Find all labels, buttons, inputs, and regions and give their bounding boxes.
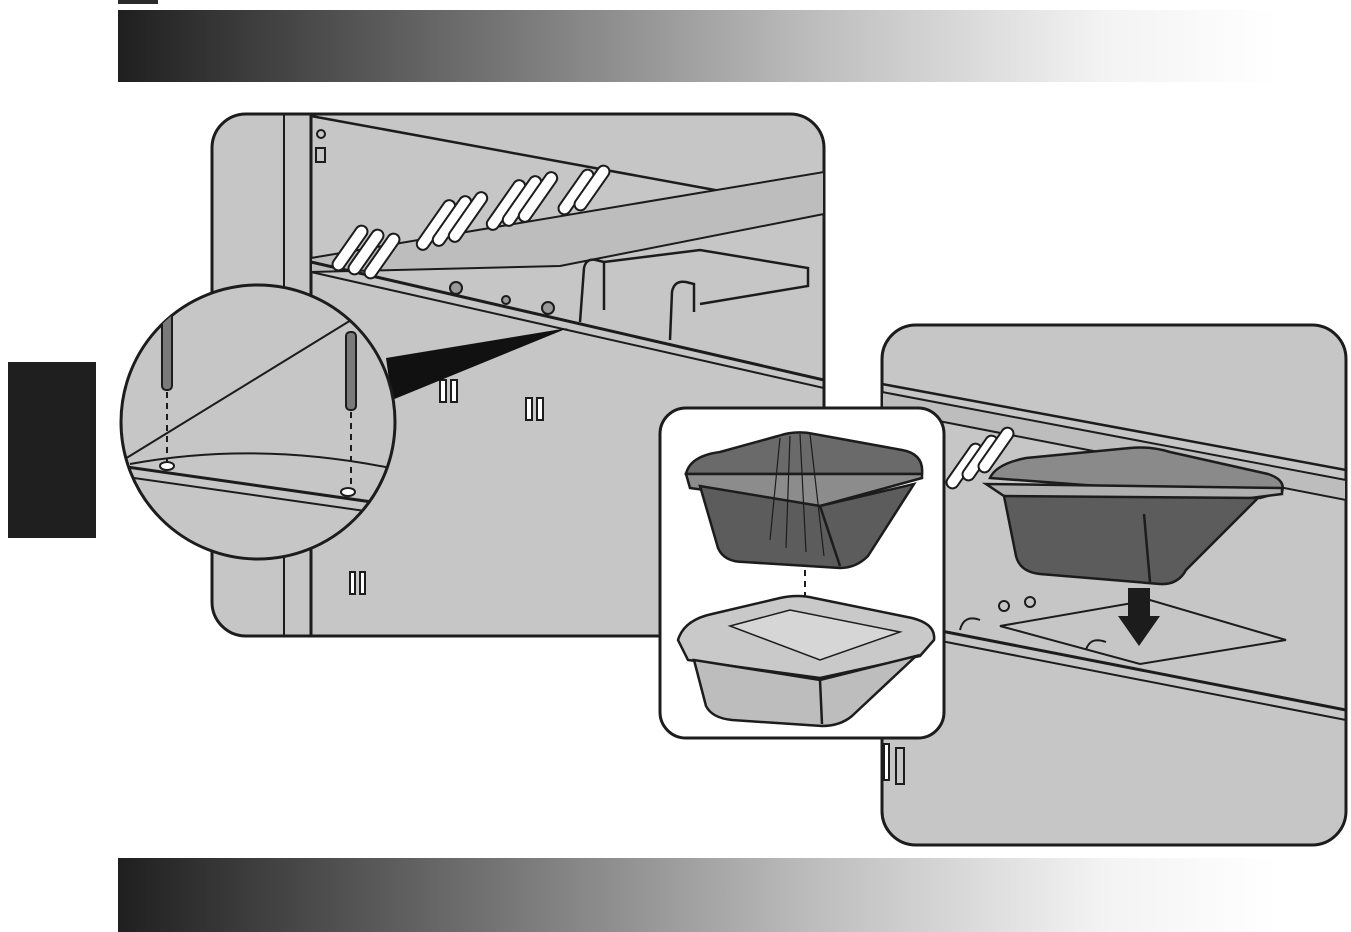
tray-installed-panel xyxy=(880,323,1348,847)
top-crop-mark xyxy=(118,0,158,4)
down-arrow-icon xyxy=(1118,588,1160,646)
lower-drip-tray xyxy=(676,594,936,728)
footer-gradient-band xyxy=(118,858,1278,932)
upper-drip-tray xyxy=(684,431,924,570)
tray-assembly-inset xyxy=(658,406,946,740)
vent-slots xyxy=(331,164,611,280)
zoom-callout-pointer xyxy=(386,328,568,400)
installed-drip-tray xyxy=(981,446,1284,586)
chapter-side-tab xyxy=(8,362,96,538)
header-gradient-band xyxy=(118,10,1278,82)
wire-rack xyxy=(578,248,810,341)
